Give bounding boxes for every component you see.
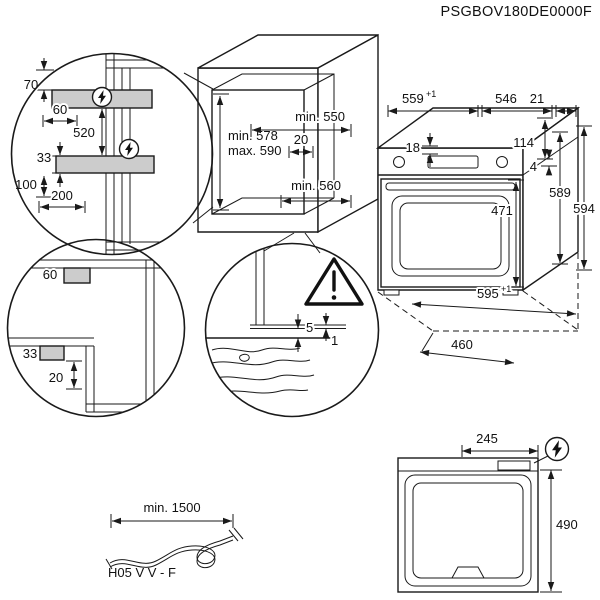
- topview-490-label: 490: [556, 517, 578, 532]
- oven-595-tolerance: +1: [501, 284, 511, 294]
- rail-70-dim: 70: [22, 58, 54, 102]
- cable-drawing: min. 1500 H05 V V - F: [105, 498, 244, 580]
- top-view-drawing: 245 490: [397, 429, 580, 593]
- detail-circle-outline: [6, 238, 186, 418]
- cabinet-20-dim: 20: [288, 130, 314, 158]
- cabinet-right-face: [317, 33, 379, 234]
- oven-589-label: 589: [549, 185, 571, 200]
- rail-33-label: 33: [37, 150, 51, 165]
- oven-559-label: 559: [402, 91, 424, 106]
- corner-33-label: 33: [23, 346, 37, 361]
- floor-5-dim: 5: [294, 314, 315, 352]
- cabinet-height-dim: min. 578 max. 590: [213, 93, 283, 211]
- oven-top-depth-dim: 546: [481, 89, 553, 117]
- detail-rails-circle: 70 60 520 33 100: [10, 52, 214, 256]
- corner-rail-top: [63, 267, 91, 284]
- oven-114-dim: 114: [511, 117, 553, 160]
- power-connection-icon: [118, 138, 140, 160]
- cabinet-drawing: min. 578 max. 590 min. 550 20 min. 560: [197, 33, 379, 234]
- oven-foot-right: [502, 289, 519, 296]
- oven-471-label: 471: [491, 203, 513, 218]
- top-view-notch: [451, 566, 485, 579]
- detail-corner-circle: 60 33 20: [6, 238, 186, 418]
- topview-245-dim: 245: [461, 429, 539, 457]
- oven-594-dim: 594: [571, 125, 597, 271]
- power-cable: [105, 527, 244, 570]
- oven-right-face: [522, 106, 579, 292]
- oven-18-label: 18: [406, 140, 420, 155]
- oven-door-handle: [385, 182, 516, 191]
- oven-display: [427, 155, 479, 169]
- mounting-rail-bottom: [55, 155, 155, 174]
- power-connection-icon: [91, 86, 113, 108]
- corner-rail-mid: [39, 345, 65, 361]
- cable-length-dim: min. 1500: [110, 498, 234, 528]
- oven-bottom-width-dim: 595 +1: [411, 282, 577, 317]
- oven-bottom-depth-dim: 460: [419, 332, 515, 366]
- cabinet-width-dim: min. 550: [250, 107, 352, 137]
- oven-knob-right: [496, 156, 508, 168]
- oven-door: [380, 178, 521, 288]
- cabinet-height-max-label: max. 590: [228, 143, 281, 158]
- topview-490-dim: 490: [540, 469, 580, 593]
- rail-100-dim: 100: [13, 175, 52, 198]
- detail-floor-circle: 5 1: [204, 232, 380, 418]
- rail-60-label: 60: [53, 102, 67, 117]
- detail-circle-outline: [204, 242, 380, 418]
- oven-4-dim: 4: [528, 149, 557, 176]
- document-code: PSGBOV180DE0000F: [441, 4, 593, 20]
- rail-33-dim: 33: [35, 142, 68, 187]
- oven-114-label: 114: [513, 135, 534, 150]
- oven-door-window: [391, 195, 510, 277]
- cable-length-label: min. 1500: [143, 500, 200, 515]
- rail-200-dim: 200: [38, 186, 86, 213]
- corner-20-dim: 20: [47, 360, 82, 390]
- cabinet-depth-min-label: min. 560: [291, 178, 341, 193]
- cabinet-width-min-label: min. 550: [295, 109, 345, 124]
- topview-245-label: 245: [476, 431, 498, 446]
- floor-1-label: 1: [331, 333, 338, 348]
- rail-200-label: 200: [51, 188, 73, 203]
- cabinet-20-label: 20: [294, 132, 308, 147]
- rail-100-label: 100: [15, 177, 37, 192]
- oven-471-dim: 471: [489, 179, 524, 288]
- oven-589-dim: 589: [547, 131, 573, 265]
- oven-4-label: 4: [530, 159, 537, 174]
- power-connection-icon: [533, 436, 570, 464]
- terminal-box: [497, 460, 531, 471]
- oven-546-label: 546: [495, 91, 517, 106]
- rail-60-dim: 60: [42, 100, 78, 127]
- oven-18-dim: 18: [404, 133, 438, 167]
- floor-5-label: 5: [306, 320, 313, 335]
- floor-1-dim: 1: [322, 313, 340, 350]
- corner-20-label: 20: [49, 370, 63, 385]
- oven-21-dim: 21: [528, 89, 577, 117]
- oven-foot-left: [383, 289, 400, 296]
- oven-21-label: 21: [530, 91, 544, 106]
- oven-drawing: 559 +1 546 21 18 114: [375, 87, 597, 366]
- detail-circle-outline: [10, 52, 214, 256]
- oven-594-label: 594: [573, 201, 595, 216]
- rail-520-dim: 520: [71, 107, 110, 157]
- corner-60-label: 60: [43, 267, 57, 282]
- cable-type-label: H05 V V - F: [108, 565, 176, 580]
- oven-595-label: 595: [477, 286, 499, 301]
- cabinet-depth-dim: min. 560: [280, 176, 352, 208]
- oven-460-label: 460: [451, 337, 473, 352]
- warning-icon: [304, 257, 364, 306]
- oven-559-tolerance: +1: [426, 89, 436, 99]
- oven-top-width-dim: 559 +1: [387, 87, 479, 117]
- rail-520-label: 520: [73, 125, 95, 140]
- rail-70-label: 70: [24, 77, 38, 92]
- oven-knob-left: [393, 156, 405, 168]
